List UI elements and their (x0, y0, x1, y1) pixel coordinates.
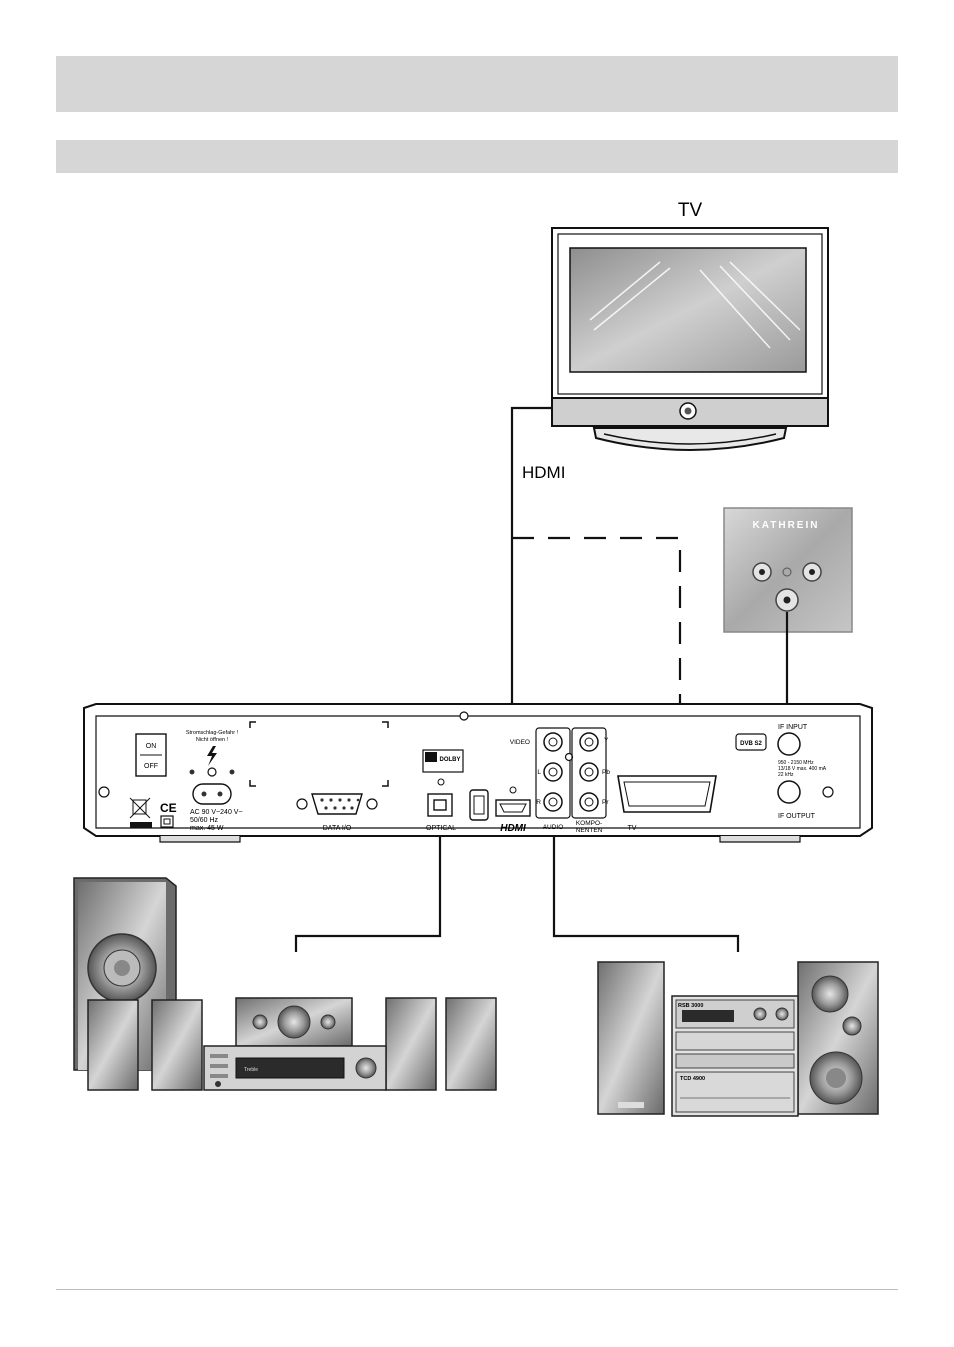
wall-socket: KATHREIN (723, 507, 853, 633)
dvbs2-logo (735, 733, 767, 751)
optical-cable (294, 812, 442, 952)
audio-l-label: L (537, 769, 541, 776)
home-cinema-system: Treble (73, 877, 497, 1091)
if-output-port (777, 780, 801, 804)
tv-device: TV (551, 200, 829, 451)
power-socket (192, 783, 232, 805)
if-input-label: IF INPUT (778, 724, 808, 731)
hdmi-cable (510, 406, 552, 832)
audio-label: AUDIO (543, 824, 564, 831)
audio-cable (552, 780, 740, 952)
component-pb-label: Pb (602, 769, 610, 776)
double-insulation-icon (160, 815, 174, 828)
ce-mark: CE (160, 801, 177, 815)
satellite-speakers (87, 997, 497, 1091)
data-io-port (311, 793, 363, 815)
warning-line-2: Nicht öffnen ! (196, 737, 229, 743)
warning-line-1: Stromschlag-Gefahr ! (186, 730, 239, 736)
if-spec-1: 950 - 2150 MHz (778, 760, 814, 766)
tv-screen (569, 247, 807, 373)
brand-label: KATHREIN (753, 520, 820, 531)
header-bar (56, 56, 898, 112)
power-rating-1: AC 90 V~240 V~ (190, 809, 243, 816)
weee-bin-icon (129, 797, 151, 819)
stereo-left-speaker (597, 961, 665, 1115)
subheader-bar (56, 140, 898, 173)
hdmi-logo: HDMI (500, 823, 526, 834)
lightning-icon (207, 746, 217, 766)
if-spec-3: 22 kHz (778, 772, 794, 778)
tv-stand (592, 427, 788, 451)
data-io-label: DATA I/O (323, 825, 352, 832)
audio-r-label: R (536, 799, 541, 806)
scart-tv-port (617, 775, 717, 813)
optical-label: OPTICAL (426, 825, 456, 832)
av-display: Treble (244, 1067, 258, 1073)
hdmi-cable-label: HDMI (522, 463, 565, 482)
scart-tv-label: TV (628, 825, 637, 832)
video-label: VIDEO (510, 739, 530, 746)
component-pr-label: Pr (602, 799, 609, 806)
footer-rule (56, 1289, 898, 1290)
if-output-label: IF OUTPUT (778, 813, 816, 820)
switch-off-label: OFF (144, 763, 158, 770)
cables (294, 406, 789, 952)
stereo-system: RSB 3000 TCD 4900 (597, 961, 879, 1117)
stereo-unit-2: TCD 4900 (680, 1076, 705, 1082)
receiver-rear-panel: ON OFF Stromschlag-Gefahr ! Nicht öffnen… (83, 703, 873, 843)
switch-on-label: ON (146, 743, 157, 750)
if-spec-2: 13/18 V max. 400 mA (778, 766, 827, 772)
component-label-2: NENTEN (576, 827, 603, 834)
stereo-unit-1: RSB 3000 (678, 1003, 703, 1009)
if-input-port (777, 732, 801, 756)
tv-title: TV (678, 200, 703, 221)
power-rating-3: max. 45 W (190, 825, 224, 832)
dolby-label: DOLBY (440, 757, 461, 763)
component-y-label: Y (604, 737, 609, 744)
dvbs2-label: DVB S2 (740, 741, 762, 747)
component-label-1: KOMPO- (576, 820, 602, 827)
power-rating-2: 50/60 Hz (190, 817, 219, 824)
